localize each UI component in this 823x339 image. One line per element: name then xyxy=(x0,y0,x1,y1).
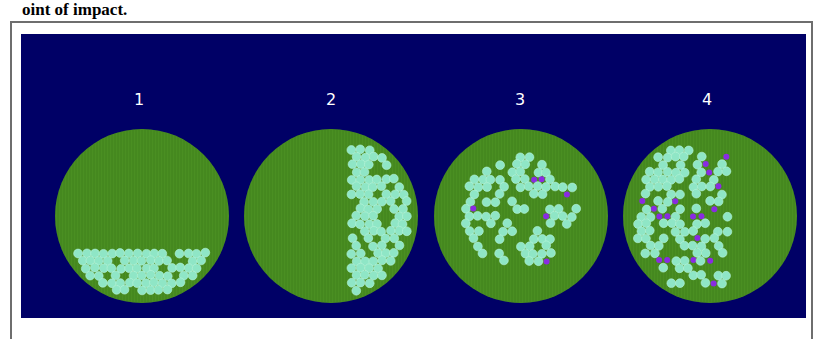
caption-fragment: oint of impact. xyxy=(22,0,127,20)
panel-number: 1 xyxy=(134,90,144,109)
navy-panel xyxy=(21,34,806,318)
panel-number: 4 xyxy=(702,90,712,109)
target-circle xyxy=(434,129,608,303)
panel-number: 3 xyxy=(515,90,525,109)
target-circle xyxy=(244,129,418,303)
panel-number: 2 xyxy=(326,90,336,109)
target-circle xyxy=(55,129,229,303)
frame-border xyxy=(11,22,812,339)
target-circle xyxy=(623,129,797,303)
